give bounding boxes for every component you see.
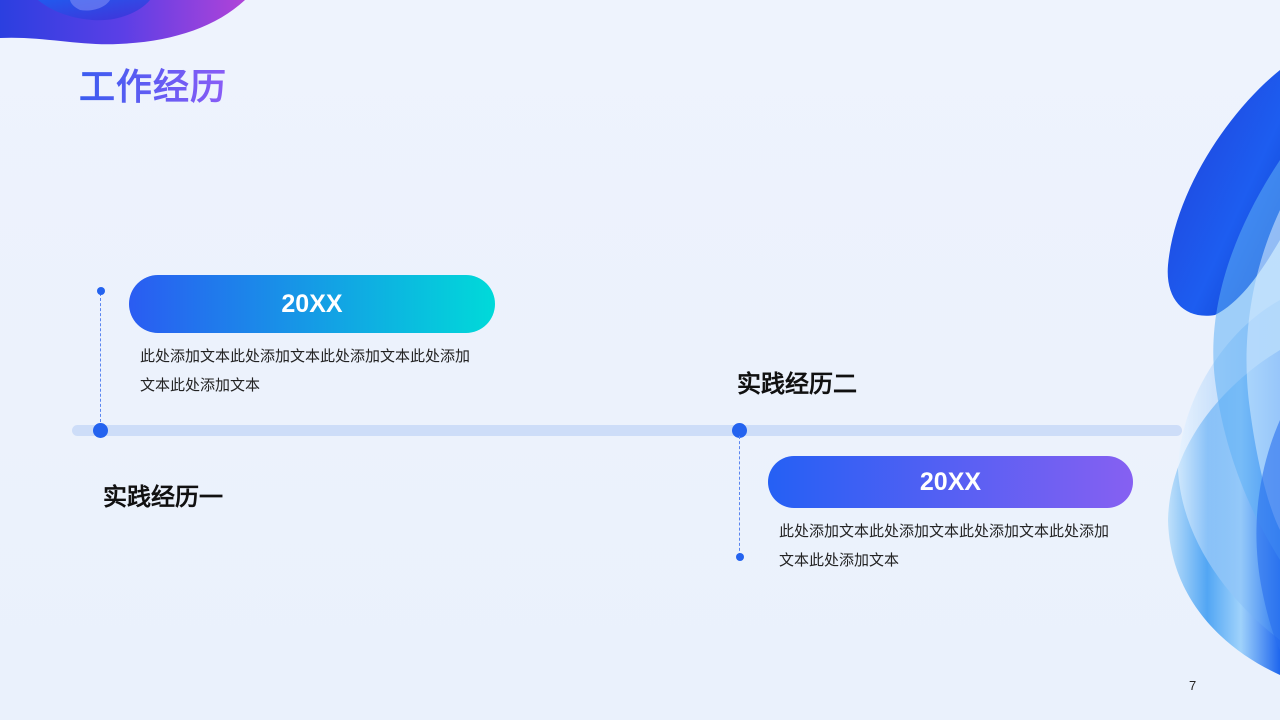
- timeline-end-dot-1: [97, 287, 105, 295]
- slide-title: 工作经历: [79, 58, 227, 110]
- year-label-2: 20XX: [919, 467, 982, 496]
- page-number: 7: [1189, 678, 1197, 693]
- description-2: 此处添加文本此处添加文本此处添加文本此处添加文本此处添加文本: [779, 522, 1110, 569]
- timeline-node-2: [732, 423, 747, 438]
- heading-2: 实践经历二: [737, 370, 857, 398]
- timeline-node-1: [93, 423, 108, 438]
- timeline-end-dot-2: [736, 553, 744, 561]
- timeline-connector-2: [739, 436, 740, 556]
- year-label-1: 20XX: [281, 289, 343, 318]
- description-1: 此处添加文本此处添加文本此处添加文本此处添加文本此处添加文本: [140, 347, 471, 394]
- heading-1: 实践经历一: [103, 483, 223, 511]
- timeline-connector-1: [100, 293, 101, 427]
- timeline-axis: [72, 425, 1182, 436]
- year-pill-1: 20XX: [129, 275, 495, 333]
- year-pill-2: 20XX: [768, 456, 1133, 508]
